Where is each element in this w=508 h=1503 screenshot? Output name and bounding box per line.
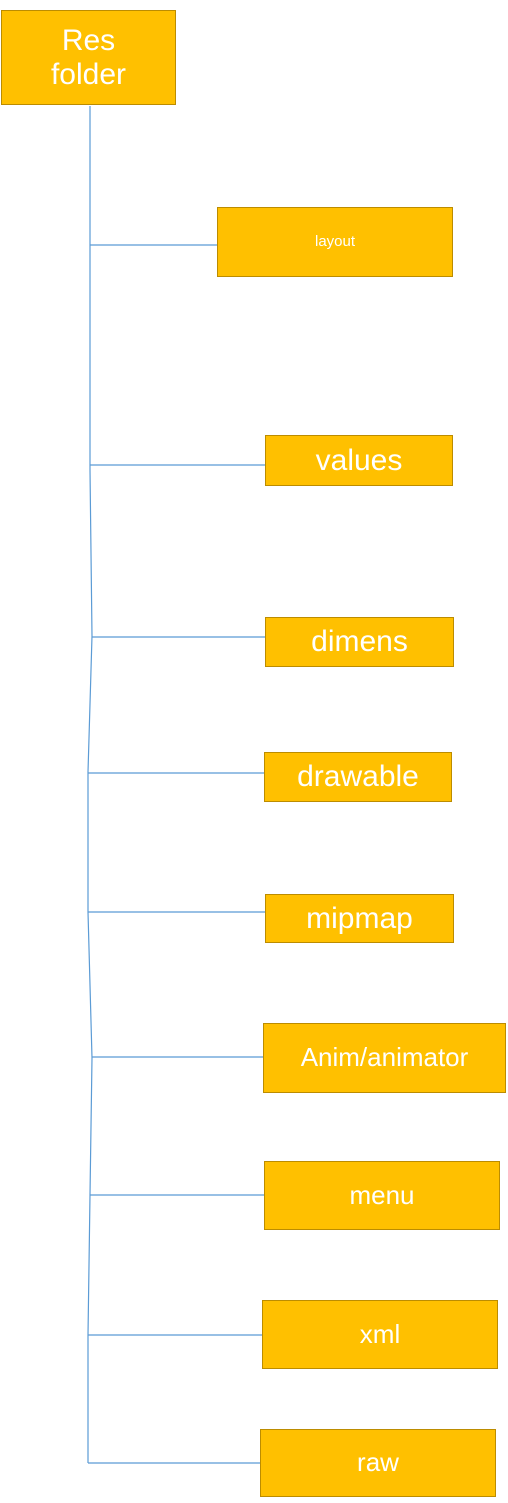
root-label-line2: folder bbox=[50, 57, 127, 91]
node-menu: menu bbox=[264, 1161, 500, 1230]
node-xml: xml bbox=[262, 1300, 498, 1369]
node-layout-label: layout bbox=[314, 232, 356, 250]
root-label-line1: Res bbox=[61, 23, 116, 57]
node-anim-animator-label: Anim/animator bbox=[300, 1042, 469, 1073]
node-mipmap-label: mipmap bbox=[306, 901, 413, 935]
node-anim-animator: Anim/animator bbox=[263, 1023, 506, 1093]
node-dimens-label: dimens bbox=[311, 625, 408, 659]
node-raw-label: raw bbox=[357, 1447, 399, 1478]
node-dimens: dimens bbox=[265, 617, 454, 667]
node-mipmap: mipmap bbox=[265, 894, 454, 943]
root-node-res-folder: Res folder bbox=[1, 10, 176, 105]
node-xml-label: xml bbox=[359, 1318, 401, 1349]
node-raw: raw bbox=[260, 1429, 496, 1497]
node-menu-label: menu bbox=[349, 1179, 415, 1210]
node-values-label: values bbox=[315, 443, 403, 477]
node-drawable: drawable bbox=[264, 752, 452, 802]
node-layout: layout bbox=[217, 207, 453, 277]
node-drawable-label: drawable bbox=[297, 760, 419, 794]
trunk-line bbox=[87, 106, 93, 1463]
node-values: values bbox=[265, 435, 453, 486]
